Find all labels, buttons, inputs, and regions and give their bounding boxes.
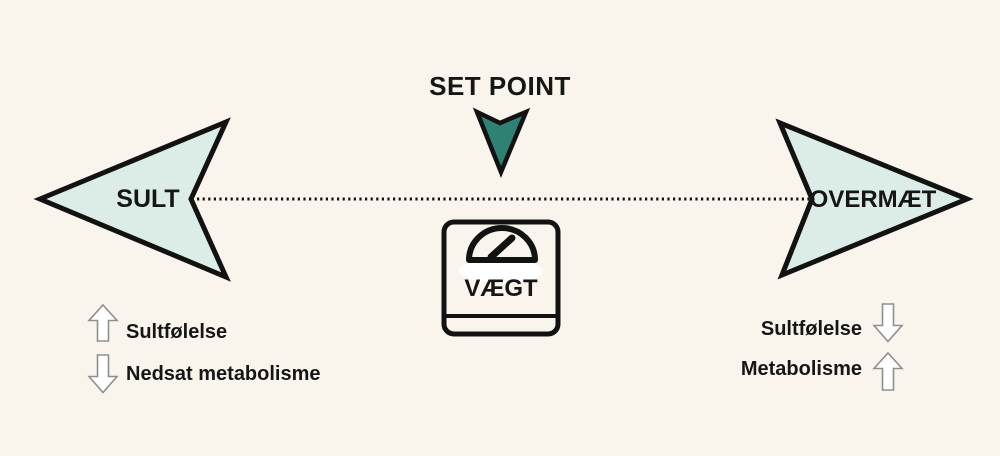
set-point-pointer-icon <box>472 107 531 178</box>
left-arrow-label: SULT <box>116 185 180 213</box>
scale-label: VÆGT <box>464 275 538 302</box>
right-effect-hunger: Sultfølelse <box>760 318 862 340</box>
scale-needle <box>487 234 516 261</box>
right-effect-metabolism: Metabolisme <box>740 358 862 380</box>
left-effect-hunger: Sultfølelse <box>126 321 228 343</box>
scale-dial <box>466 225 538 263</box>
up-arrow-icon <box>87 303 119 342</box>
weight-scale-icon <box>441 219 561 337</box>
right-arrow-label: OVERMÆT <box>809 186 937 213</box>
diagram-title: SET POINT <box>429 71 571 101</box>
scale-body <box>441 219 561 337</box>
right-arrow-overmaet <box>775 118 974 280</box>
left-effect-metabolism: Nedsat metabolisme <box>126 363 321 385</box>
up-arrow-icon <box>872 351 904 391</box>
down-arrow-icon <box>87 354 119 394</box>
scale-dial-glow <box>459 259 543 283</box>
left-arrow-sult <box>33 117 231 282</box>
down-arrow-icon <box>872 303 904 343</box>
